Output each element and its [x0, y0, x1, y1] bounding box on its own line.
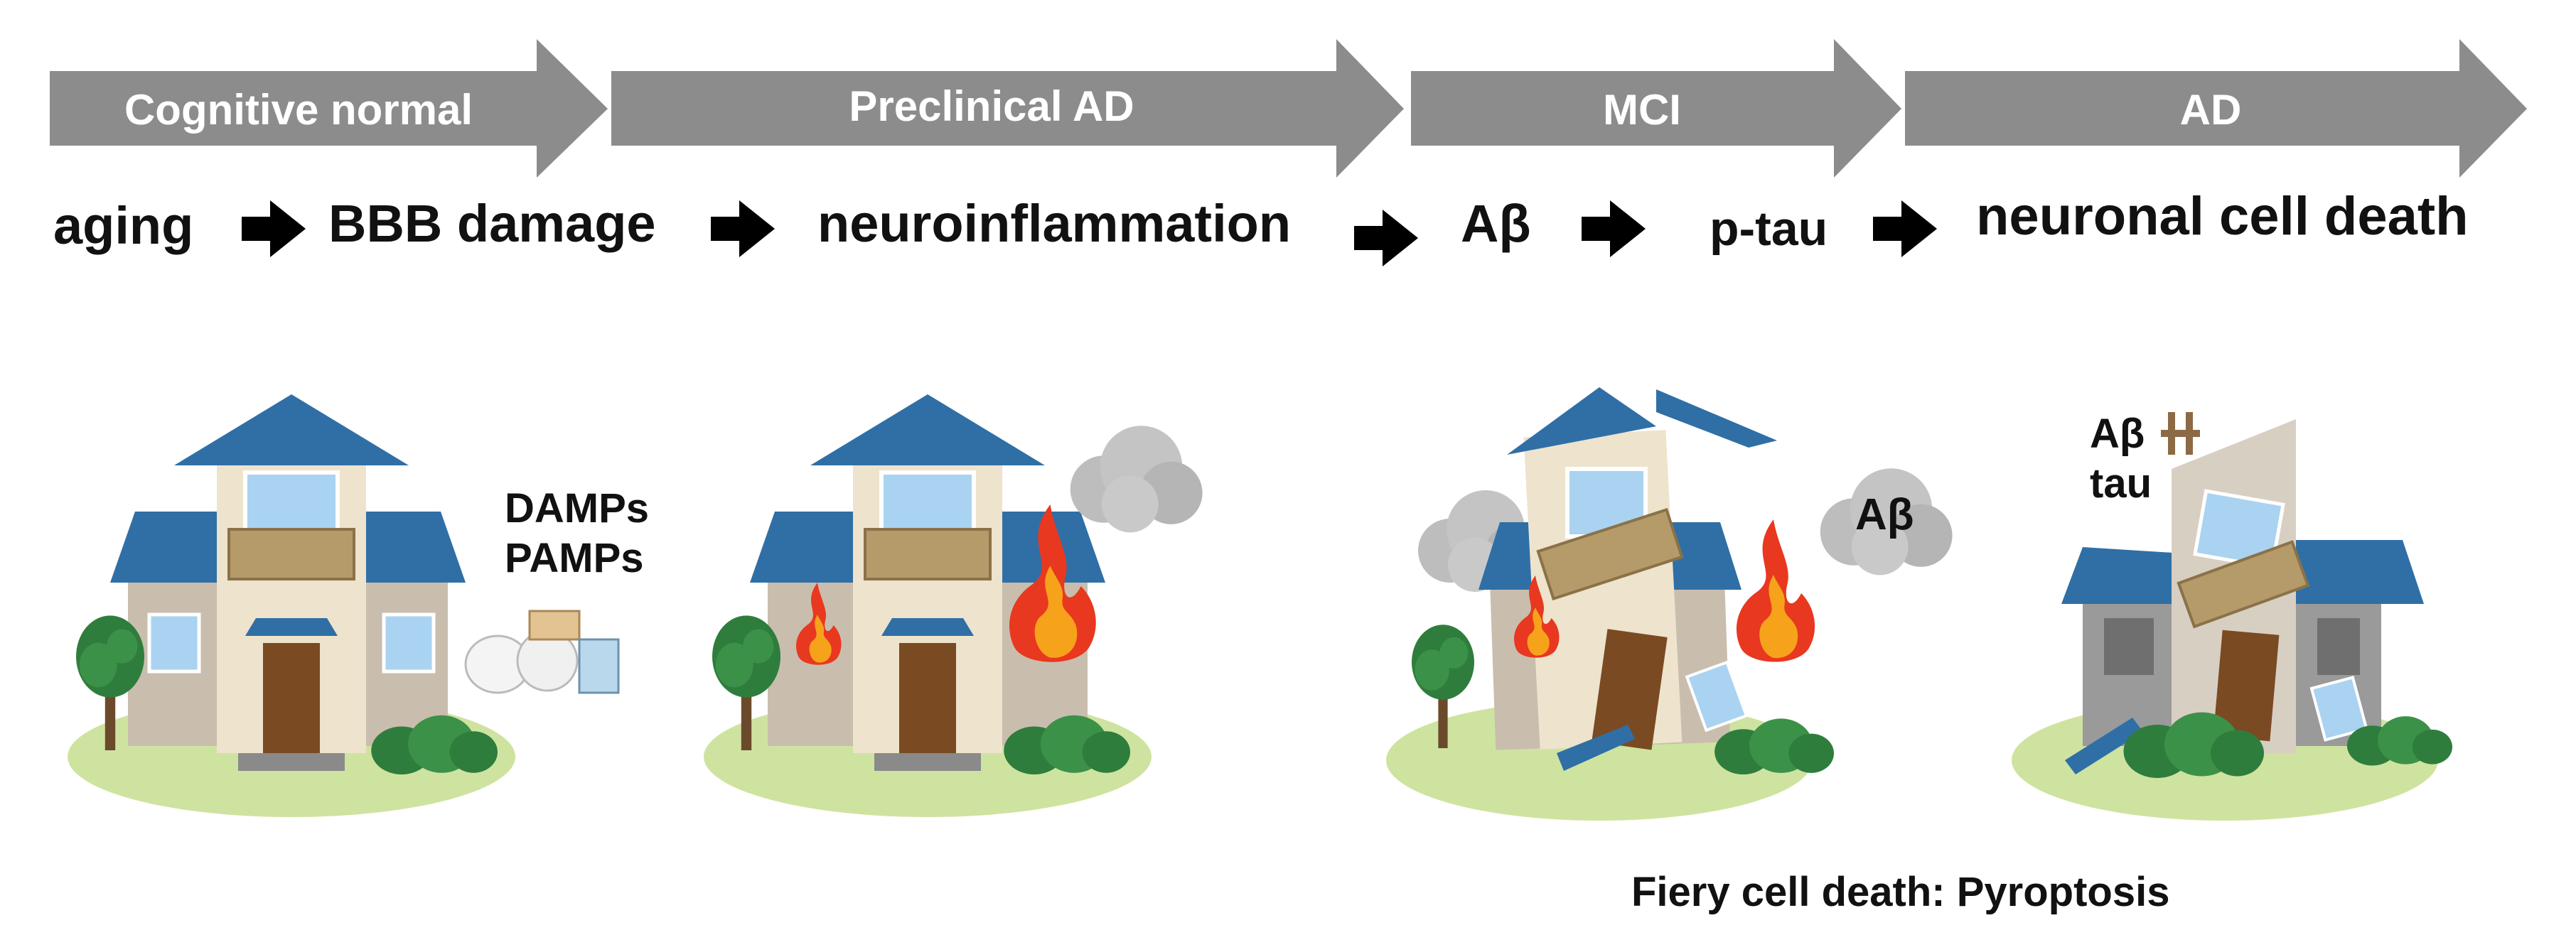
stage-arrow-preclinical-ad: Preclinical AD — [611, 39, 1404, 178]
stage-arrow-ad: AD — [1905, 39, 2527, 178]
process-arrow-5 — [1873, 200, 1937, 257]
process-arrow-1 — [242, 200, 306, 257]
stage-label-preclinical-ad: Preclinical AD — [849, 82, 1134, 130]
process-label-neuroinflammation: neuroinflammation — [817, 194, 1291, 253]
process-label-neuronal-cell-death: neuronal cell death — [1976, 186, 2469, 247]
annotation-damps: DAMPs — [505, 485, 649, 531]
annotation-abeta-cloud: Aβ — [1855, 490, 1914, 539]
process-label-abeta: Aβ — [1461, 194, 1531, 253]
process-label-p-tau: p-tau — [1710, 202, 1828, 256]
process-arrow-3 — [1354, 210, 1418, 266]
stage-label-mci: MCI — [1603, 86, 1681, 134]
house-ruined-illustration — [2012, 412, 2452, 821]
stage-arrow-cognitive-normal: Cognitive normal — [50, 39, 608, 178]
annotation-tau-ruin: tau — [2090, 460, 2152, 507]
process-arrow-4 — [1582, 200, 1646, 257]
process-arrow-2 — [711, 200, 775, 257]
caption-pyroptosis: Fiery cell death: Pyroptosis — [1631, 869, 2169, 915]
house-collapsing-illustration — [1386, 387, 1953, 821]
house-healthy-illustration — [68, 394, 620, 817]
annotation-abeta-ruin: Aβ — [2090, 411, 2145, 457]
stage-label-cognitive-normal: Cognitive normal — [124, 86, 473, 134]
stage-label-ad: AD — [2180, 86, 2242, 134]
process-label-aging: aging — [53, 196, 193, 255]
annotation-pamps: PAMPs — [505, 535, 644, 581]
house-burning-illustration — [704, 394, 1203, 817]
stage-arrow-mci: MCI — [1411, 39, 1901, 178]
process-label-bbb-damage: BBB damage — [328, 194, 656, 253]
